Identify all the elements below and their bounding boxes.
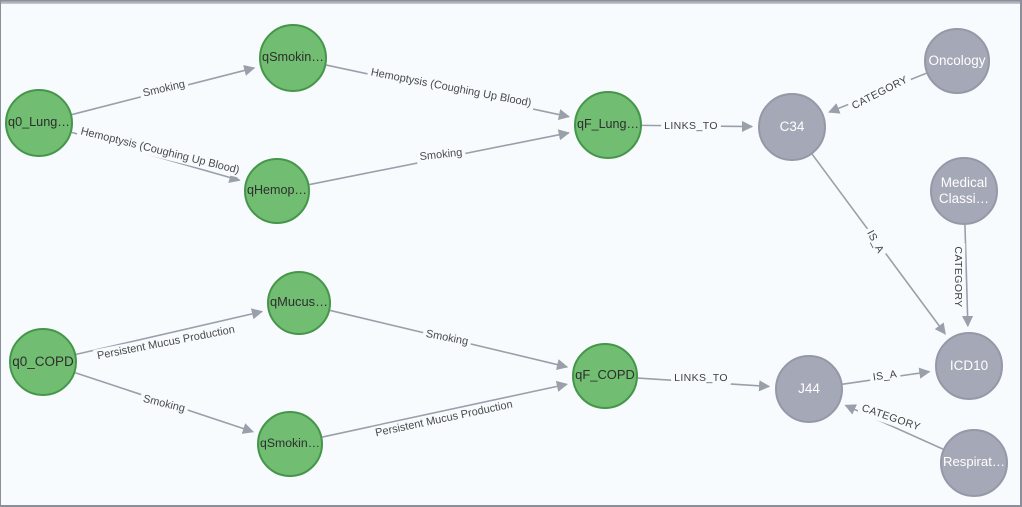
node-label: q0_Lung… bbox=[8, 115, 70, 129]
edge-label-halo bbox=[76, 123, 244, 179]
edge-label: Persistent Mucus Production bbox=[96, 324, 236, 362]
edge-label-halo bbox=[415, 145, 466, 165]
node-circle[interactable] bbox=[267, 271, 331, 335]
node-label: qSmokin… bbox=[262, 50, 324, 64]
node-label: C34 bbox=[780, 119, 805, 134]
edge-label-halo bbox=[671, 370, 731, 385]
edge-label-halo bbox=[861, 225, 889, 259]
graph-node-respirat[interactable]: Respirat… bbox=[940, 429, 1008, 497]
node-circle[interactable] bbox=[572, 343, 638, 409]
edge-label: CATEGORY bbox=[860, 402, 922, 433]
graph-node-c34[interactable]: C34 bbox=[758, 93, 826, 161]
node-label: qMucus… bbox=[270, 294, 328, 309]
node-circle[interactable] bbox=[930, 157, 998, 225]
edge-label-halo bbox=[857, 400, 926, 436]
graph-node-j44[interactable]: J44 bbox=[775, 355, 843, 423]
node-circle[interactable] bbox=[259, 24, 327, 92]
node-label: Respirat… bbox=[943, 454, 1005, 469]
edge-label-halo bbox=[421, 326, 473, 350]
edge-label-halo bbox=[846, 71, 913, 115]
edge-label: IS_A bbox=[872, 368, 898, 383]
nodes-layer[interactable]: q0_Lung… qSmokin… qHemop… qF_Lung… q0_COPD qM… bbox=[5, 24, 1008, 497]
edge-label: CATEGORY bbox=[952, 246, 964, 307]
edge-label-halo bbox=[366, 64, 536, 111]
node-circle[interactable] bbox=[775, 355, 843, 423]
graph-edge bbox=[322, 380, 568, 438]
node-label: J44 bbox=[798, 381, 820, 396]
node-circle[interactable] bbox=[940, 429, 1008, 497]
node-circle[interactable] bbox=[935, 332, 1003, 400]
node-circle[interactable] bbox=[257, 411, 323, 477]
graph-node-q0_copd[interactable]: q0_COPD bbox=[9, 328, 77, 396]
graph-node-q0_lung[interactable]: q0_Lung… bbox=[5, 89, 73, 157]
node-circle[interactable] bbox=[574, 91, 642, 159]
graph-node-qhemop[interactable]: qHemop… bbox=[244, 158, 310, 224]
edge-label-halo bbox=[371, 396, 517, 441]
node-label: qSmokin… bbox=[260, 436, 320, 450]
graph-edge bbox=[961, 224, 974, 328]
node-label: qF_COPD bbox=[575, 367, 635, 382]
edge-label: CATEGORY bbox=[850, 74, 910, 112]
node-label: ICD10 bbox=[950, 358, 988, 373]
edge-label: LINKS_TO bbox=[674, 372, 728, 384]
edge-label: LINKS_TO bbox=[664, 120, 718, 132]
edge-label: Hemoptysis (Coughing Up Blood) bbox=[370, 66, 533, 109]
edge-label-halo bbox=[138, 391, 190, 417]
graph-node-qsmoking_top[interactable]: qSmokin… bbox=[259, 24, 327, 92]
graph-node-qf_copd[interactable]: qF_COPD bbox=[572, 343, 638, 409]
graph-node-qmucus[interactable]: qMucus… bbox=[267, 271, 331, 335]
edge-label: Smoking bbox=[142, 393, 186, 415]
edge-label-halo bbox=[951, 243, 966, 311]
edge-label: Smoking bbox=[419, 147, 463, 163]
edge-label-halo bbox=[661, 118, 721, 133]
node-circle[interactable] bbox=[758, 93, 826, 161]
node-circle[interactable] bbox=[5, 89, 73, 157]
graph-node-oncology[interactable]: Oncology bbox=[924, 28, 990, 94]
node-label: qF_Lung… bbox=[577, 117, 639, 131]
graph-node-icd10[interactable]: ICD10 bbox=[935, 332, 1003, 400]
node-circle[interactable] bbox=[924, 28, 990, 94]
node-label: Oncology bbox=[928, 53, 985, 68]
edge-label-halo bbox=[138, 76, 190, 102]
node-label: qHemop… bbox=[247, 183, 307, 197]
graph-node-qsmoking_bot[interactable]: qSmokin… bbox=[257, 411, 323, 477]
edge-label: Hemoptysis (Coughing Up Blood) bbox=[79, 125, 240, 176]
edge-label-halo bbox=[92, 322, 239, 364]
node-circle[interactable] bbox=[9, 328, 77, 396]
edge-label: Persistent Mucus Production bbox=[374, 398, 513, 439]
graph-node-qf_lung[interactable]: qF_Lung… bbox=[574, 91, 642, 159]
edge-label: Smoking bbox=[142, 78, 186, 99]
node-circle[interactable] bbox=[244, 158, 310, 224]
node-label: q0_COPD bbox=[12, 354, 74, 369]
edge-label-halo bbox=[868, 366, 901, 385]
